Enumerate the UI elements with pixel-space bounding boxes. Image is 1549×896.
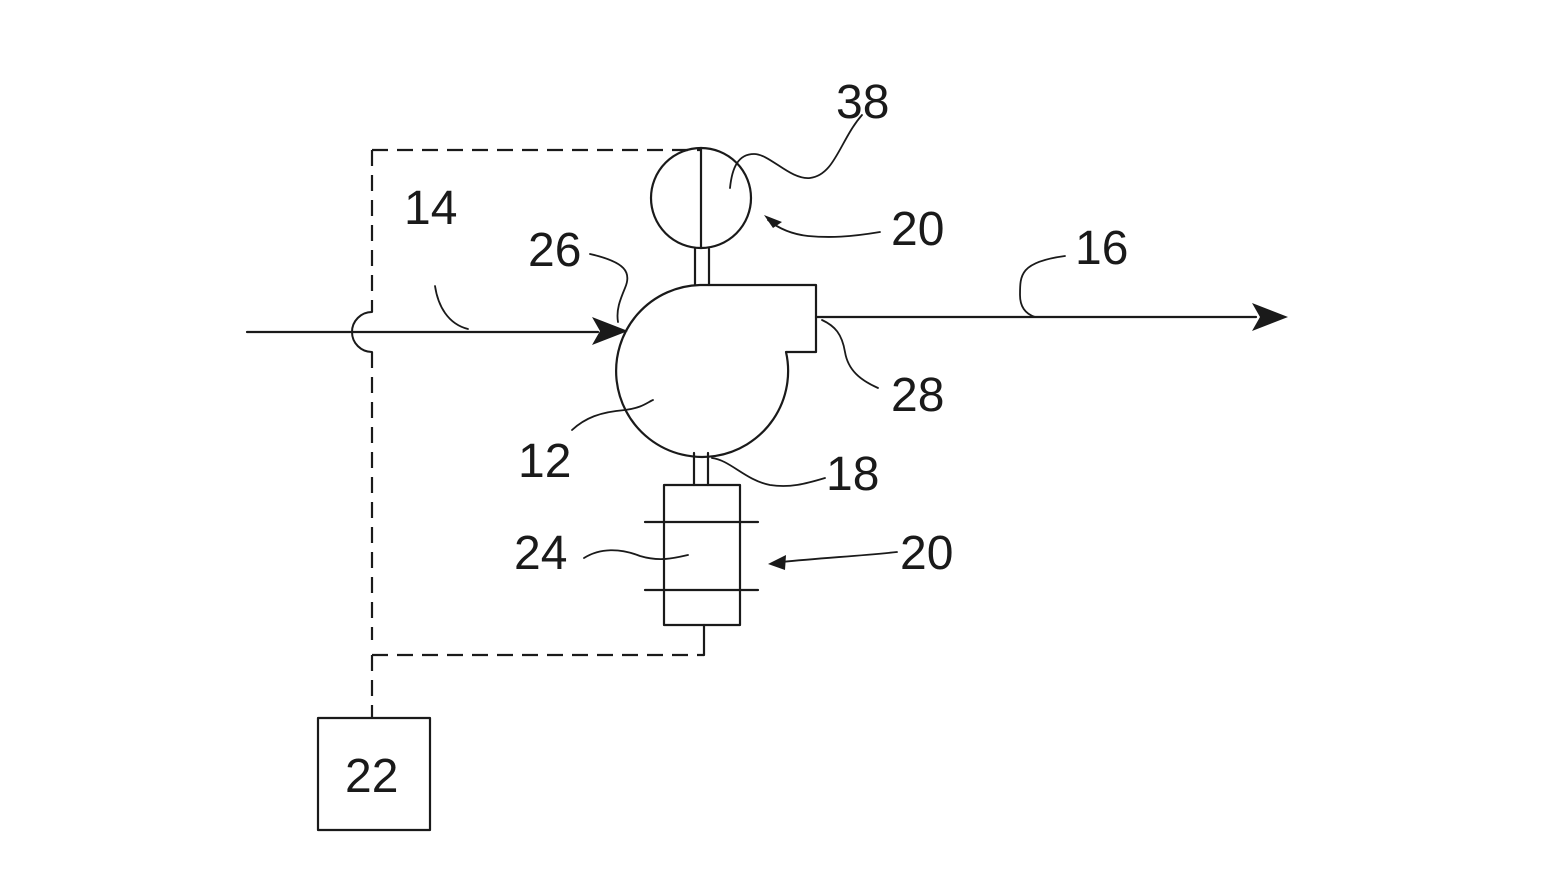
outlet-line <box>816 303 1288 331</box>
reference-numerals: 38 14 20 26 16 28 12 18 24 20 22 <box>345 76 1128 803</box>
label-38: 38 <box>836 76 889 129</box>
label-28: 28 <box>891 369 944 422</box>
label-16: 16 <box>1075 222 1128 275</box>
sensor-38 <box>651 148 751 248</box>
label-26: 26 <box>528 224 581 277</box>
label-20-upper: 20 <box>891 203 944 256</box>
label-14: 14 <box>404 182 457 235</box>
leader-lines <box>435 115 1065 570</box>
actuator-24 <box>645 485 758 655</box>
upper-shaft <box>695 249 709 285</box>
label-20-lower: 20 <box>900 527 953 580</box>
inlet-line <box>247 317 628 345</box>
label-24: 24 <box>514 527 567 580</box>
label-22: 22 <box>345 750 398 803</box>
label-12: 12 <box>518 435 571 488</box>
compressor-housing <box>616 285 816 457</box>
label-18: 18 <box>826 448 879 501</box>
